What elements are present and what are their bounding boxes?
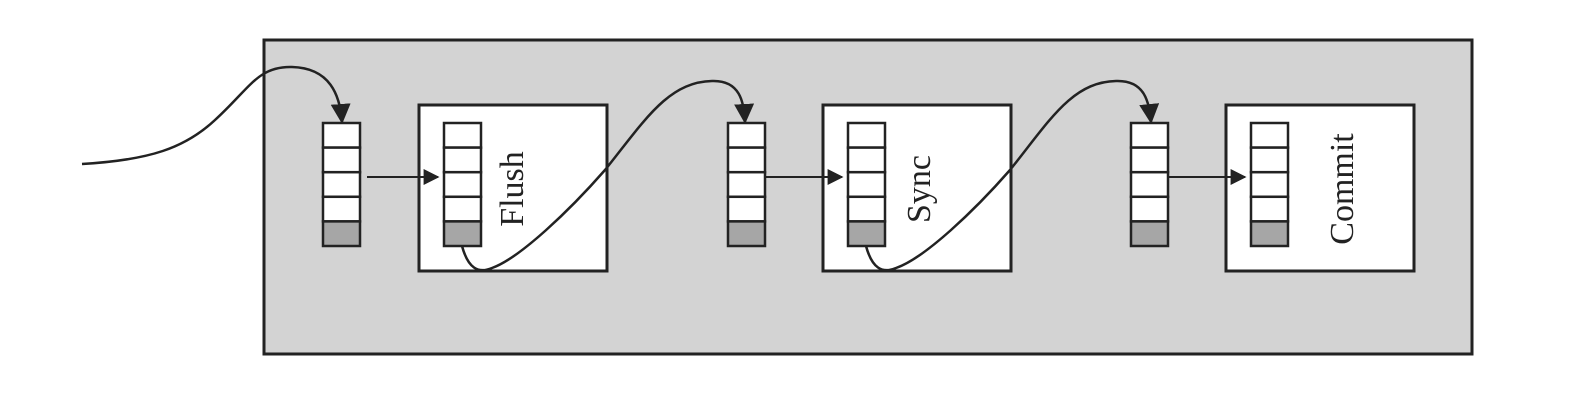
queue-slot <box>846 146 887 174</box>
queue-slot <box>1129 121 1170 149</box>
queue-slot <box>846 195 887 223</box>
queue-slot <box>442 121 483 149</box>
sync-to-commit-queue-curve <box>864 79 1160 272</box>
queue-slot <box>726 170 767 199</box>
stage-label-flush: Flush <box>494 151 531 227</box>
waiting-queue-commit <box>1129 121 1170 248</box>
queue-slot <box>321 146 362 174</box>
queue-slot <box>442 195 483 223</box>
queue-slot <box>442 170 483 199</box>
queue-slot <box>442 146 483 174</box>
queue-tail-slot <box>442 220 483 248</box>
queue-slot <box>726 121 767 149</box>
stage-label-sync: Sync <box>901 155 938 223</box>
flush-to-sync-queue-curve <box>460 79 755 272</box>
queue-slot <box>321 121 362 149</box>
queue-slot <box>1249 195 1290 223</box>
queue-slot <box>726 195 767 223</box>
stage-queue-flush <box>442 121 483 248</box>
queue-slot <box>1129 170 1170 199</box>
queue-slot <box>846 170 887 199</box>
stage-queue-commit <box>1249 121 1290 248</box>
queue-slot <box>1129 146 1170 174</box>
queue-slot <box>1249 170 1290 199</box>
queues-group <box>321 121 1290 248</box>
stage-label-commit: Commit <box>1324 133 1361 245</box>
queue-tail-slot <box>1129 220 1170 248</box>
queue-slot <box>321 170 362 199</box>
queue-slot <box>1129 195 1170 223</box>
queue-slot <box>1249 146 1290 174</box>
stage-queue-sync <box>846 121 887 248</box>
incoming-flow-curve <box>81 65 351 166</box>
queue-tail-slot <box>846 220 887 248</box>
queue-slot <box>846 121 887 149</box>
queue-slot <box>321 195 362 223</box>
waiting-queue-flush <box>321 121 362 248</box>
queue-slot <box>726 146 767 174</box>
queue-slot <box>1249 121 1290 149</box>
queue-tail-slot <box>726 220 767 248</box>
queue-tail-slot <box>1249 220 1290 248</box>
queue-tail-slot <box>321 220 362 248</box>
waiting-queue-sync <box>726 121 767 248</box>
